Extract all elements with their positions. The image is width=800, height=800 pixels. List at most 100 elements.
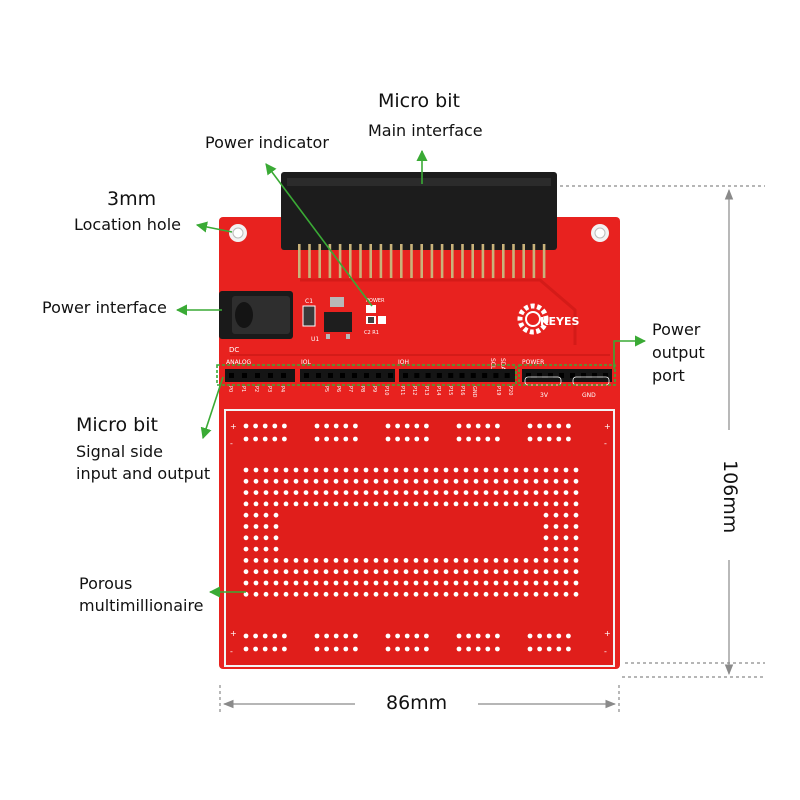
microbit-edge-connector [281,172,557,278]
breadboard-hole [563,467,569,473]
pin-label: P3 [266,386,272,392]
breadboard-hole [363,580,369,586]
header-hole [281,373,286,378]
breadboard-hole [433,478,439,484]
breadboard-hole [273,478,279,484]
breadboard-hole [353,436,358,442]
breadboard-hole [563,512,569,518]
breadboard-hole [314,423,320,429]
breadboard-hole [273,490,279,495]
label-signal-side: Signal side [76,442,164,461]
breadboard-hole [403,490,409,495]
breadboard-hole [323,478,329,484]
breadboard-hole [466,423,471,429]
breadboard-hole [493,490,499,495]
breadboard-hole [253,478,259,484]
breadboard-hole [563,501,569,507]
breadboard-hole [333,490,339,495]
breadboard-hole [433,558,439,563]
breadboard-hole [573,546,579,552]
highlight-signal-headers [216,364,517,386]
connector-pin [298,244,301,278]
label-power-output-2: output [652,343,705,362]
breadboard-hole [272,423,278,429]
breadboard-hole [293,580,299,586]
breadboard-hole [553,524,559,529]
breadboard-hole [473,558,479,563]
breadboard-hole [282,423,287,429]
breadboard-hole [456,436,462,442]
breadboard-hole [493,569,499,575]
breadboard-hole [383,478,389,484]
breadboard-hole [513,569,519,575]
breadboard-hole [343,490,349,495]
highlight-power-headers [518,364,616,386]
breadboard-hole [333,646,339,652]
mounting-hole-right-icon [591,224,609,242]
breadboard-hole [404,423,410,429]
silk-scl: SCL [489,358,496,370]
breadboard-hole [262,436,268,442]
breadboard-hole [373,490,379,495]
breadboard-hole [283,478,289,484]
breadboard-hole [323,558,329,563]
svg-text:+: + [230,629,237,638]
breadboard-hole [573,580,579,586]
breadboard-hole [483,591,489,597]
breadboard-hole [253,490,259,495]
breadboard-hole [263,478,269,484]
breadboard-hole [253,512,259,518]
dc-power-jack: DC [219,291,293,354]
connector-pin [430,244,434,278]
pin-label: P19 [495,386,501,395]
header-hole [493,373,499,378]
breadboard-hole [313,490,319,495]
breadboard-hole [303,478,309,484]
connector-pin [410,244,413,278]
breadboard-hole [553,512,559,518]
silk-c1: C1 [305,298,313,305]
header-hole [592,373,597,378]
breadboard-hole [263,467,269,473]
breadboard-hole [393,558,399,563]
breadboard-hole [533,558,539,563]
header-hole [548,373,553,378]
breadboard-hole [343,591,349,597]
label-power-output-3: port [652,366,685,385]
breadboard-hole [363,467,369,473]
breadboard-hole [433,501,439,507]
breadboard-hole [363,591,369,597]
arrow-power-indicator [265,163,373,307]
label-microbit-main-title: Micro bit [378,90,460,112]
connector-pin [451,244,454,278]
breadboard-hole [243,633,249,639]
breadboard-hole [573,524,579,529]
breadboard-hole [473,591,479,597]
breadboard-hole [393,569,399,575]
header-hole [352,373,357,378]
breadboard-hole [453,580,459,586]
breadboard-hole [243,580,249,586]
breadboard-hole [553,580,559,586]
breadboard-hole [253,558,259,563]
svg-text:-: - [604,647,607,656]
breadboard-hole [395,423,400,429]
highlight-boxes [216,364,616,386]
breadboard-hole [283,591,289,597]
breadboard-hole [546,646,552,652]
breadboard-hole [485,423,491,429]
breadboard-hole [243,512,249,518]
pin-label: GND [471,386,477,398]
breadboard-hole [573,558,579,563]
pin-label: P12 [411,386,417,395]
label-power-interface: Power interface [42,298,167,317]
breadboard-hole [283,467,289,473]
breadboard-hole [566,646,571,652]
breadboard-hole [466,633,471,639]
breadboard-hole [263,569,269,575]
breadboard-hole [433,490,439,495]
breadboard-hole [333,467,339,473]
breadboard-hole [403,569,409,575]
connector-pin [502,244,505,278]
header-hole [570,373,575,378]
